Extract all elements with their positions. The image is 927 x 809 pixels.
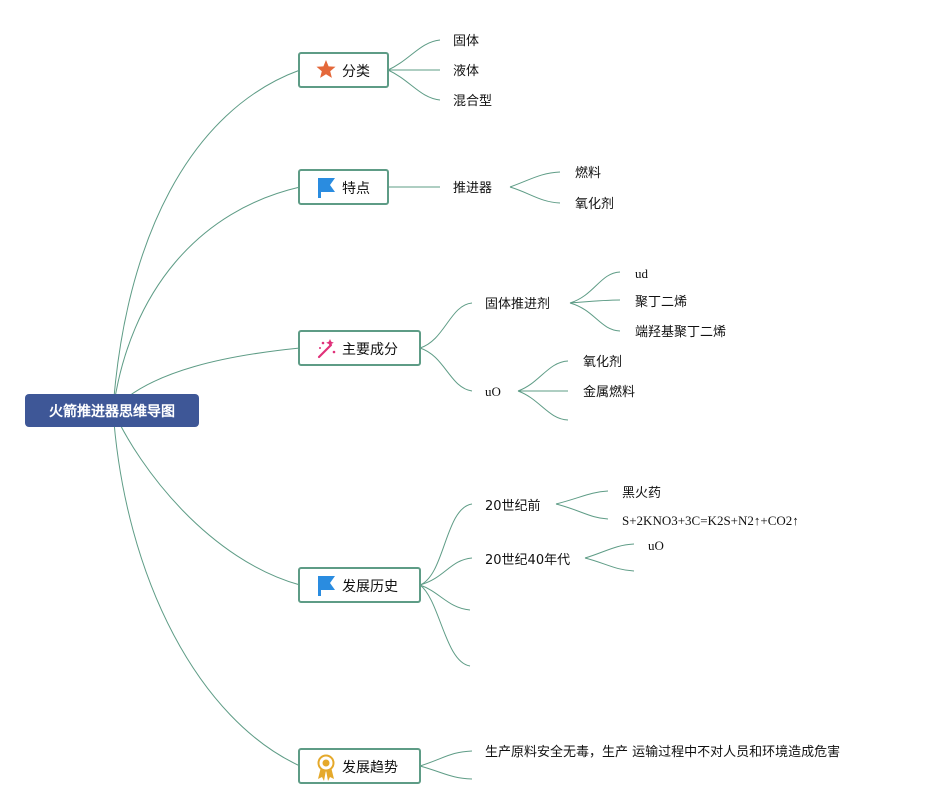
leaf-fuel[interactable]: 燃料	[575, 165, 601, 181]
branch-label: 发展趋势	[342, 760, 398, 776]
root-node[interactable]: 火箭推进器思维导图	[25, 394, 199, 427]
magic-wand-icon	[317, 339, 336, 359]
connector	[569, 302, 621, 332]
branch-classify-connectors	[387, 39, 561, 204]
connector	[419, 750, 473, 767]
award-icon	[317, 754, 335, 781]
connector	[419, 557, 473, 586]
leaf-propellant[interactable]: 推进器	[453, 181, 492, 196]
connector	[509, 171, 561, 188]
leaf-uo-2[interactable]: uO	[648, 538, 664, 553]
leaf-1940s[interactable]: 20世纪40年代	[485, 553, 570, 568]
connector	[387, 69, 441, 101]
leaf-oxidizer[interactable]: 氧化剂	[575, 197, 614, 212]
root-node-box	[25, 394, 199, 427]
connector	[419, 584, 471, 611]
connector	[517, 360, 569, 392]
branch-classify[interactable]: 分类	[298, 52, 389, 88]
connector	[584, 557, 635, 572]
branch-components-connectors	[419, 271, 621, 421]
leaf-black-powder[interactable]: 黑火药	[622, 486, 661, 501]
leaf-solid[interactable]: 固体	[453, 34, 479, 49]
flag-icon	[318, 576, 335, 596]
connector	[419, 347, 473, 392]
leaf-uo[interactable]: uO	[485, 384, 501, 399]
flag-icon	[318, 178, 335, 198]
connector	[555, 490, 609, 505]
leaf-hybrid[interactable]: 混合型	[453, 94, 492, 109]
branch-label: 分类	[342, 64, 370, 80]
connector	[112, 409, 301, 586]
branch-history[interactable]: 发展历史	[298, 567, 421, 603]
star-icon	[316, 60, 336, 78]
leaf-safety-trend[interactable]: 生产原料安全无毒，生产 运输过程中不对人员和环境造成危害	[485, 744, 840, 760]
leaf-ud[interactable]: ud	[635, 266, 649, 281]
connector	[419, 765, 473, 780]
connector	[112, 69, 301, 411]
connector	[112, 409, 301, 767]
leaf-polybutadiene[interactable]: 聚丁二烯	[635, 295, 687, 310]
connector	[419, 503, 473, 586]
branch-label: 特点	[342, 181, 370, 197]
branch-trend[interactable]: 发展趋势	[298, 748, 421, 784]
branch-features[interactable]: 特点	[298, 169, 389, 205]
branch-label: 发展历史	[342, 579, 398, 595]
connector	[555, 503, 609, 520]
connector	[419, 302, 473, 349]
branch-trend-connectors	[419, 750, 473, 780]
connector	[387, 39, 441, 71]
connector	[419, 584, 471, 667]
connector	[509, 186, 561, 204]
connector	[569, 271, 621, 304]
leaf-htpb[interactable]: 端羟基聚丁二烯	[635, 325, 726, 340]
leaf-solid-propellant[interactable]: 固体推进剂	[485, 297, 550, 312]
leaf-metal-fuel[interactable]: 金属燃料	[583, 384, 635, 400]
branch-components[interactable]: 主要成分	[298, 330, 421, 366]
branch-history-connectors	[419, 490, 635, 667]
connector	[517, 390, 569, 421]
leaf-pre-20th-century[interactable]: 20世纪前	[485, 498, 541, 514]
root-node-label: 火箭推进器思维导图	[49, 403, 175, 420]
leaf-liquid[interactable]: 液体	[453, 64, 479, 79]
leaf-reaction-equation[interactable]: S+2KNO3+3C=K2S+N2↑+CO2↑	[622, 513, 799, 528]
connector	[569, 299, 621, 304]
connector	[112, 186, 301, 411]
branch-label: 主要成分	[342, 342, 398, 358]
branch-box	[298, 52, 389, 88]
leaf-oxidizer-2[interactable]: 氧化剂	[583, 355, 622, 370]
branch-box	[298, 330, 421, 366]
connector	[584, 543, 635, 559]
